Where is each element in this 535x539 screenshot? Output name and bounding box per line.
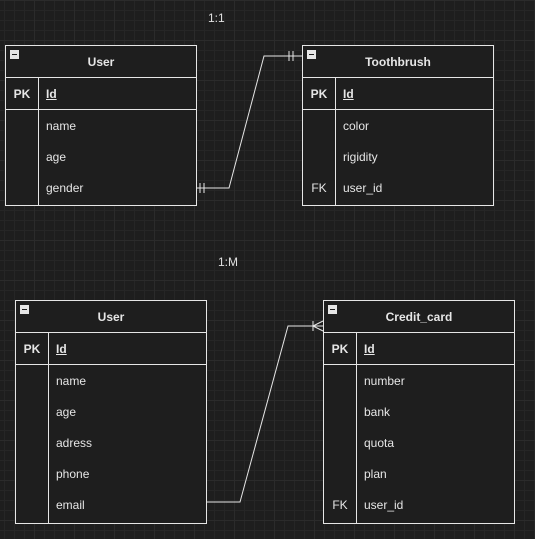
field-row[interactable]: adress [16, 427, 206, 458]
field-row[interactable]: plan [324, 458, 514, 489]
field-name: email [56, 497, 85, 512]
field-name: Id [46, 86, 57, 101]
key-label [16, 427, 48, 458]
field-row[interactable]: age [16, 396, 206, 427]
connector-line-1-to-m [207, 325, 323, 503]
field-row[interactable]: number [324, 365, 514, 396]
field-row[interactable]: quota [324, 427, 514, 458]
key-label [6, 110, 38, 141]
field-name: name [56, 373, 87, 388]
key-label [16, 365, 48, 396]
key-column-divider [356, 332, 357, 523]
entity-title: Toothbrush [365, 54, 431, 69]
key-label [6, 141, 38, 172]
entity-user-1tom[interactable]: User PK Id name age adress phone email [15, 300, 207, 524]
entity-header[interactable]: User [6, 46, 196, 78]
key-label: PK [23, 341, 41, 356]
connector-user-credit-card [207, 320, 324, 503]
field-row[interactable]: bank [324, 396, 514, 427]
pk-row[interactable]: PK Id [324, 333, 514, 365]
pk-row[interactable]: PK Id [6, 78, 196, 110]
key-label [6, 172, 38, 203]
key-label [303, 110, 335, 141]
key-label: PK [310, 86, 328, 101]
pk-row[interactable]: PK Id [16, 333, 206, 365]
entity-title: User [87, 54, 115, 69]
field-name: gender [46, 180, 84, 195]
field-row[interactable]: color [303, 110, 493, 141]
key-label [324, 427, 356, 458]
field-name: age [46, 149, 67, 164]
field-name: user_id [343, 180, 383, 195]
key-label [16, 396, 48, 427]
pk-row[interactable]: PK Id [303, 78, 493, 110]
field-name: user_id [364, 497, 404, 512]
relationship-label-1-to-1: 1:1 [208, 11, 225, 25]
entity-title: User [97, 309, 125, 324]
collapse-icon[interactable] [307, 50, 316, 59]
entity-header[interactable]: Toothbrush [303, 46, 493, 78]
field-row[interactable]: phone [16, 458, 206, 489]
collapse-icon[interactable] [10, 50, 19, 59]
field-row[interactable]: name [6, 110, 196, 141]
connector-line-1-to-1 [196, 55, 302, 189]
field-row[interactable]: FK user_id [324, 489, 514, 520]
entity-credit-card[interactable]: Credit_card PK Id number bank quota plan… [323, 300, 515, 524]
key-label [16, 458, 48, 489]
entity-title: Credit_card [385, 309, 453, 324]
field-row[interactable]: email [16, 489, 206, 520]
key-column-divider [335, 77, 336, 205]
relationship-label-1-to-m: 1:M [218, 255, 239, 269]
field-row[interactable]: rigidity [303, 141, 493, 172]
key-label [324, 365, 356, 396]
field-name: bank [364, 404, 391, 419]
field-name: adress [56, 435, 93, 450]
crowfoot-upper [312, 320, 324, 327]
key-label [16, 489, 48, 520]
field-row[interactable]: age [6, 141, 196, 172]
field-name: plan [364, 466, 387, 481]
key-label [303, 141, 335, 172]
key-column-divider [38, 77, 39, 205]
entity-header[interactable]: Credit_card [324, 301, 514, 333]
connector-user-toothbrush [196, 51, 302, 193]
key-label: PK [331, 341, 349, 356]
field-row[interactable]: FK user_id [303, 172, 493, 203]
key-label [324, 396, 356, 427]
key-label: FK [332, 497, 348, 512]
collapse-icon[interactable] [328, 305, 337, 314]
entity-header[interactable]: User [16, 301, 206, 333]
field-name: name [46, 118, 77, 133]
crowfoot-lower [312, 325, 324, 332]
entity-toothbrush[interactable]: Toothbrush PK Id color rigidity FK user_… [302, 45, 494, 206]
field-row[interactable]: gender [6, 172, 196, 203]
field-name: rigidity [343, 149, 378, 164]
field-name: color [343, 118, 370, 133]
field-name: quota [364, 435, 395, 450]
key-label: FK [311, 180, 327, 195]
field-name: Id [56, 341, 67, 356]
field-row[interactable]: name [16, 365, 206, 396]
key-label [324, 458, 356, 489]
field-name: Id [364, 341, 375, 356]
field-name: phone [56, 466, 90, 481]
field-name: number [364, 373, 405, 388]
key-column-divider [48, 332, 49, 523]
key-label: PK [13, 86, 31, 101]
entity-user-1to1[interactable]: User PK Id name age gender [5, 45, 197, 206]
field-name: Id [343, 86, 354, 101]
field-name: age [56, 404, 77, 419]
collapse-icon[interactable] [20, 305, 29, 314]
